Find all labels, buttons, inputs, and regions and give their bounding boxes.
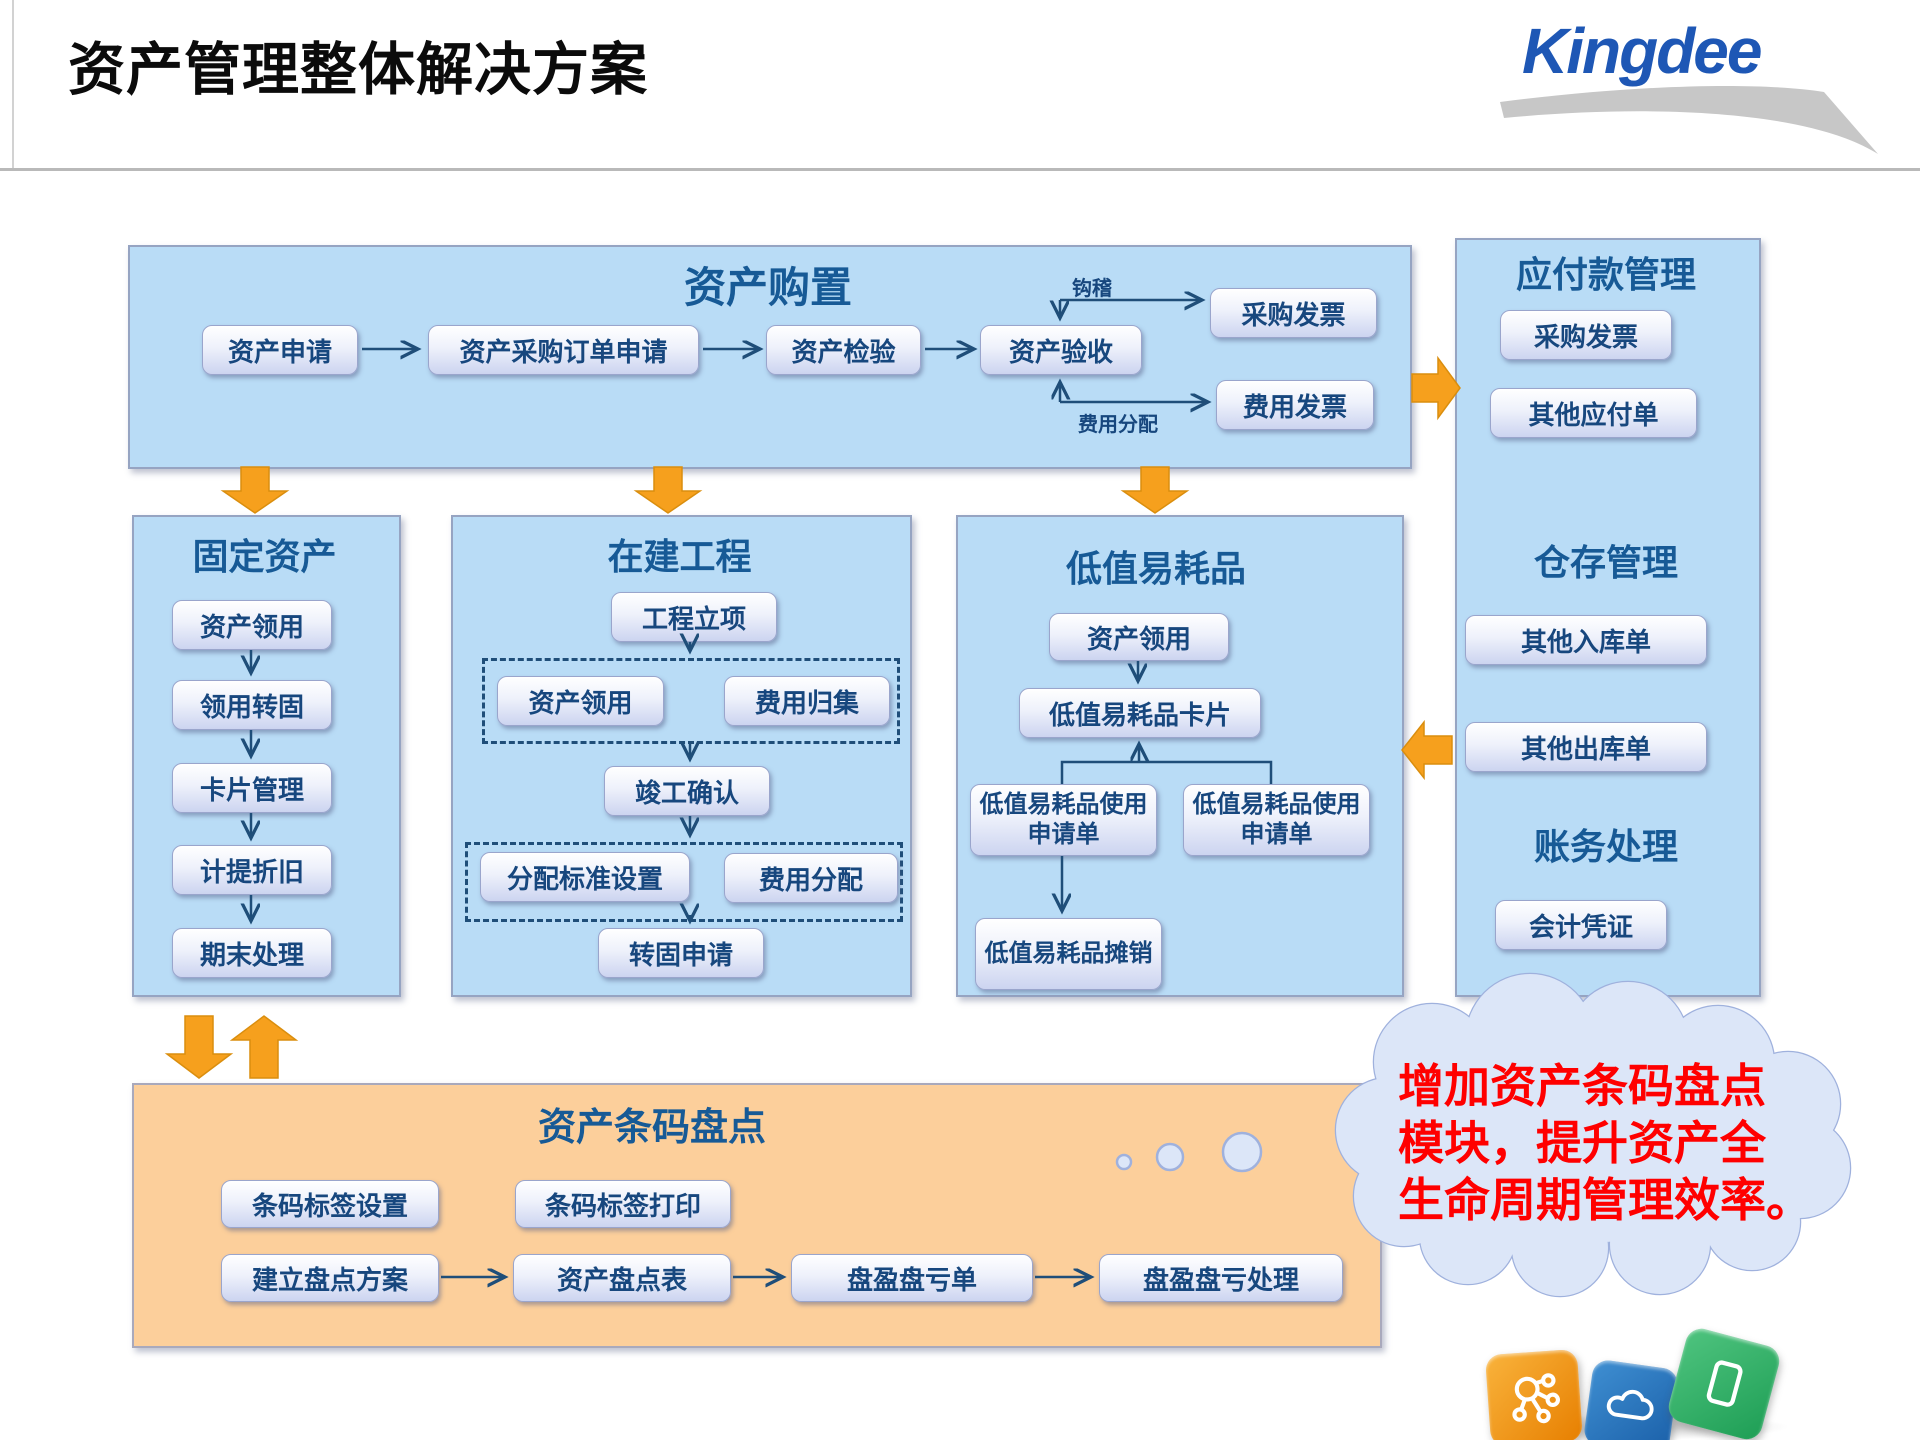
header-left-tick bbox=[12, 0, 14, 168]
node-receive-to-fixed: 领用转固 bbox=[172, 680, 332, 730]
orange-arrow-up-fixed bbox=[229, 1015, 299, 1079]
node-alloc-standard-setup: 分配标准设置 bbox=[480, 852, 690, 902]
cloud-icon bbox=[1582, 1358, 1680, 1440]
callout-line-1: 增加资产条码盘点 bbox=[1398, 1060, 1766, 1112]
node-inventory-sheet: 资产盘点表 bbox=[513, 1254, 731, 1302]
panel-fixed-assets bbox=[132, 515, 401, 997]
node-card-management: 卡片管理 bbox=[172, 763, 332, 813]
title-construction: 在建工程 bbox=[607, 536, 752, 577]
node-barcode-label-print: 条码标签打印 bbox=[515, 1180, 731, 1228]
node-lv-request-right: 低值易耗品使用申请单 bbox=[1183, 784, 1370, 856]
node-cost-collect: 费用归集 bbox=[724, 676, 890, 726]
node-asset-apply: 资产申请 bbox=[202, 325, 358, 375]
network-icon bbox=[1484, 1348, 1584, 1440]
node-to-fixed-apply: 转固申请 bbox=[598, 928, 764, 978]
node-lv-request-left: 低值易耗品使用申请单 bbox=[970, 784, 1157, 856]
node-inventory-plan: 建立盘点方案 bbox=[221, 1254, 439, 1302]
node-lv-asset-receive: 资产领用 bbox=[1049, 613, 1229, 661]
title-asset-purchase: 资产购置 bbox=[683, 264, 852, 311]
node-depreciation: 计提折旧 bbox=[172, 845, 332, 895]
callout-note: 增加资产条码盘点 模块，提升资产全 生命周期管理效率。 bbox=[1398, 1058, 1818, 1229]
node-completion-confirm: 竣工确认 bbox=[604, 766, 770, 816]
node-cost-alloc: 费用分配 bbox=[724, 853, 898, 903]
label-reconcile: 钩稽 bbox=[1072, 278, 1112, 300]
orange-arrow-down-consumables bbox=[1120, 466, 1190, 514]
node-wh-other-inbound: 其他入库单 bbox=[1465, 615, 1707, 665]
orange-arrow-left-consumables bbox=[1401, 719, 1453, 781]
orange-arrow-down-fixed bbox=[220, 466, 290, 514]
cloud-glyph bbox=[1606, 1389, 1654, 1421]
title-accounting: 账务处理 bbox=[1533, 826, 1678, 867]
title-payables: 应付款管理 bbox=[1515, 254, 1696, 295]
node-cip-asset-receive: 资产领用 bbox=[497, 676, 664, 726]
node-lv-card: 低值易耗品卡片 bbox=[1019, 688, 1261, 738]
node-project-setup: 工程立项 bbox=[611, 592, 777, 642]
node-asset-inspect: 资产检验 bbox=[766, 325, 921, 375]
node-expense-invoice: 费用发票 bbox=[1216, 380, 1374, 430]
tablet-icon bbox=[1665, 1325, 1783, 1440]
node-profit-loss-sheet: 盘盈盘亏单 bbox=[791, 1254, 1033, 1302]
page-title: 资产管理整体解决方案 bbox=[68, 38, 648, 102]
node-barcode-label-setup: 条码标签设置 bbox=[221, 1180, 439, 1228]
node-ap-purchase-invoice: 采购发票 bbox=[1500, 310, 1672, 360]
node-profit-loss-handle: 盘盈盘亏处理 bbox=[1099, 1254, 1343, 1302]
header-rule bbox=[0, 168, 1920, 171]
node-ap-other-payable: 其他应付单 bbox=[1490, 388, 1697, 438]
label-expense-alloc: 费用分配 bbox=[1078, 414, 1158, 436]
node-purchase-order-apply: 资产采购订单申请 bbox=[428, 325, 699, 375]
callout-line-2: 模块，提升资产全 bbox=[1398, 1117, 1766, 1169]
title-barcode-inventory: 资产条码盘点 bbox=[537, 1107, 766, 1149]
node-period-end: 期末处理 bbox=[172, 928, 332, 978]
panel-consumables bbox=[956, 515, 1404, 997]
title-consumables: 低值易耗品 bbox=[1065, 548, 1246, 589]
orange-arrow-right-payables bbox=[1411, 355, 1461, 421]
kingdee-logo: Kingdee bbox=[1522, 15, 1762, 87]
network-glyph bbox=[1512, 1373, 1561, 1424]
node-asset-accept: 资产验收 bbox=[980, 325, 1142, 375]
title-fixed-assets: 固定资产 bbox=[192, 536, 337, 577]
node-purchase-invoice: 采购发票 bbox=[1210, 288, 1377, 338]
title-warehouse: 仓存管理 bbox=[1533, 542, 1678, 583]
tablet-glyph bbox=[1706, 1360, 1743, 1407]
callout-line-3: 生命周期管理效率。 bbox=[1398, 1174, 1812, 1226]
node-lv-amortize: 低值易耗品摊销 bbox=[975, 918, 1162, 990]
node-asset-receive: 资产领用 bbox=[172, 600, 332, 650]
node-accounting-voucher: 会计凭证 bbox=[1495, 900, 1667, 950]
panel-construction bbox=[451, 515, 912, 997]
node-wh-other-outbound: 其他出库单 bbox=[1465, 722, 1707, 772]
orange-arrow-down-barcode bbox=[164, 1015, 234, 1079]
logo-swoosh bbox=[1500, 86, 1878, 154]
orange-arrow-down-construction bbox=[633, 466, 703, 514]
